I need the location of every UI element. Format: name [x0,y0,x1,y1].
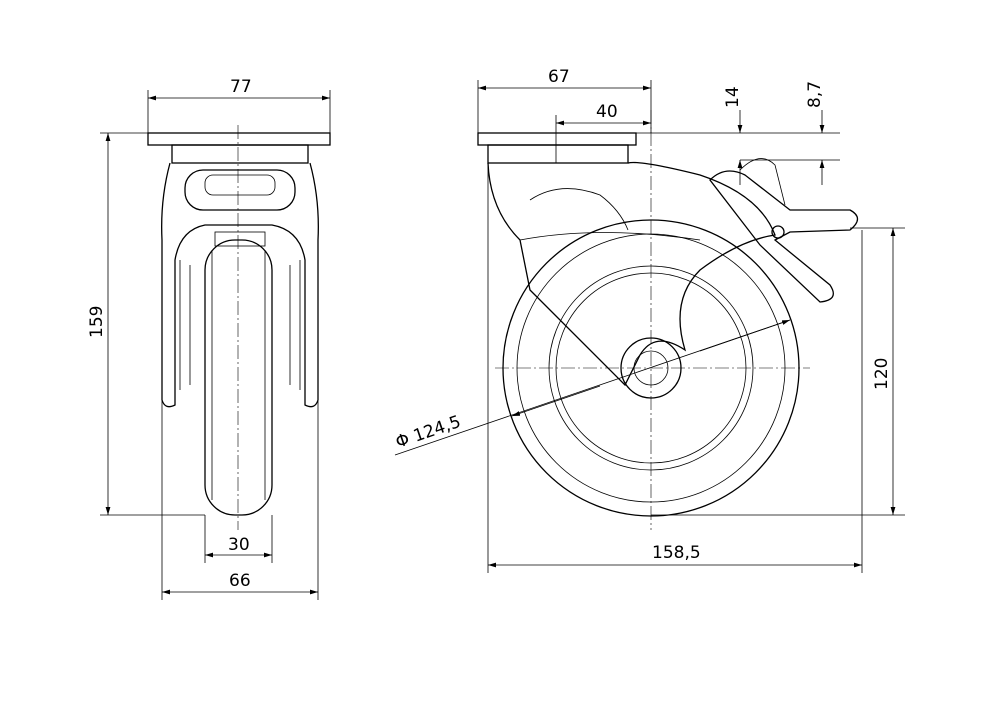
dim-plate-length: 67 [548,67,570,87]
dim-total-length: 158,5 [652,543,701,563]
dim-top-plate-width: 77 [230,77,252,97]
side-view-dimensions: 67 40 14 8,7 120 Φ 124,5 158,5 [393,67,905,573]
dim-offset: 40 [596,102,618,122]
front-view [147,125,331,530]
dim-wheel-diameter: Φ 124,5 [393,412,463,453]
dim-total-height: 159 [87,306,107,338]
dim-frame-width: 66 [229,571,251,591]
front-view-dimensions: 77 159 30 66 [87,77,331,600]
dim-brake-height: 14 [723,86,743,108]
dim-wheel-width: 30 [228,535,250,555]
side-view [477,110,859,530]
dim-brake-offset: 8,7 [805,81,825,108]
dim-brake-pedal-height: 120 [872,358,892,390]
